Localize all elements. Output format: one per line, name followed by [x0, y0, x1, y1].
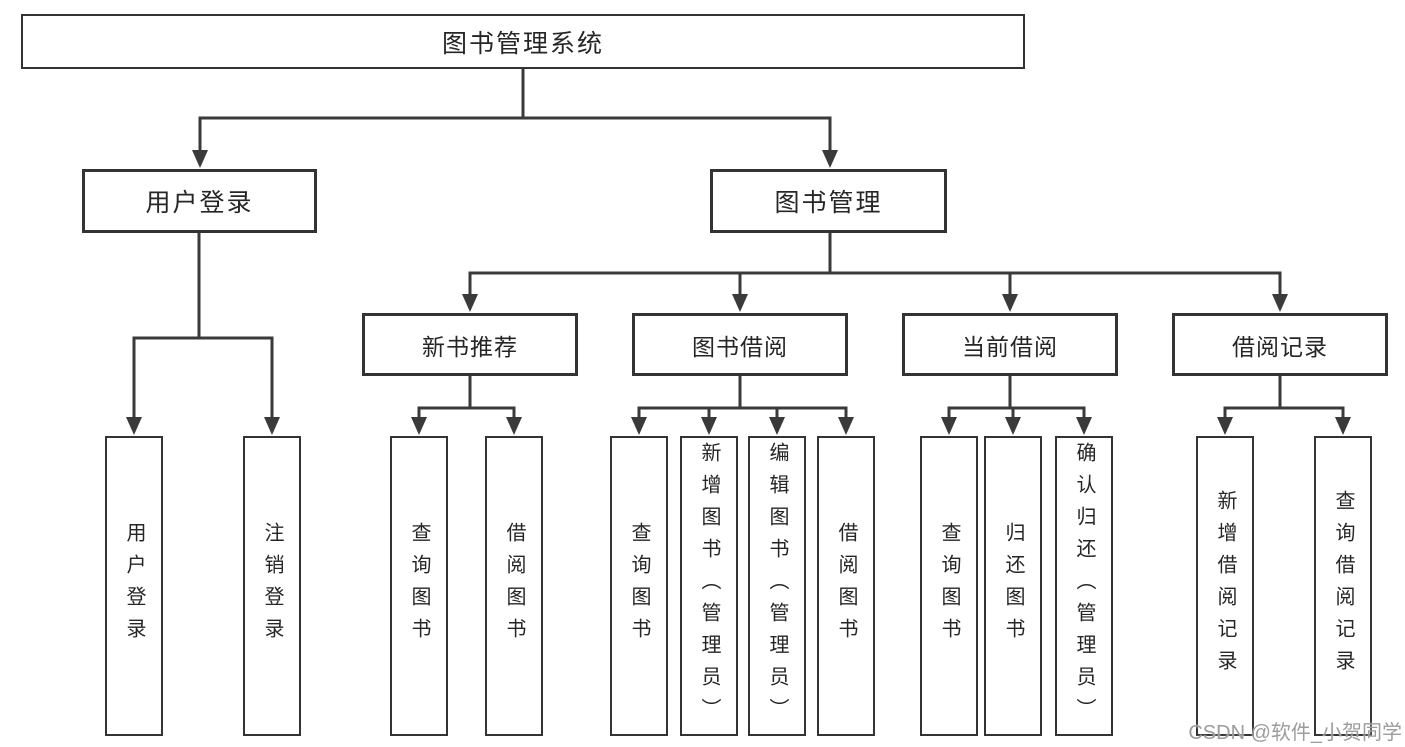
leaf-edit-books-admin: 编辑图书（管理员） — [748, 436, 806, 736]
leaf-confirm-return-admin: 确认归还（管理员） — [1055, 436, 1113, 736]
node-label: 注销登录 — [261, 522, 283, 650]
node-label: 编辑图书（管理员） — [766, 442, 788, 730]
node-label: 借阅记录 — [1232, 333, 1328, 360]
node-current-borrowing: 当前借阅 — [902, 313, 1118, 376]
leaf-query-books-borrowing: 查询图书 — [610, 436, 668, 736]
node-label: 查询图书 — [628, 522, 650, 650]
node-label: 图书借阅 — [692, 333, 788, 360]
node-label: 查询图书 — [408, 522, 430, 650]
node-label: 新增借阅记录 — [1214, 490, 1236, 682]
node-label: 图书管理系统 — [441, 29, 604, 58]
node-borrowing-records: 借阅记录 — [1172, 313, 1388, 376]
node-new-book-recommendation: 新书推荐 — [362, 313, 578, 376]
leaf-borrow-books-recommend: 借阅图书 — [485, 436, 543, 736]
node-book-management: 图书管理 — [710, 169, 947, 233]
csdn-watermark: CSDN @软件_小贺同学 — [1188, 722, 1402, 744]
node-label: 用户登录 — [123, 522, 145, 650]
leaf-borrow-books-borrowing: 借阅图书 — [817, 436, 875, 736]
node-label: 确认归还（管理员） — [1073, 442, 1095, 730]
leaf-add-books-admin: 新增图书（管理员） — [680, 436, 738, 736]
node-label: 归还图书 — [1002, 522, 1024, 650]
node-label: 查询借阅记录 — [1332, 490, 1354, 682]
leaf-query-borrow-record: 查询借阅记录 — [1314, 436, 1372, 736]
node-label: 用户登录 — [145, 189, 254, 217]
node-label: 图书管理 — [774, 189, 883, 217]
node-book-borrowing: 图书借阅 — [632, 313, 848, 376]
node-label: 查询图书 — [938, 522, 960, 650]
leaf-query-books-current: 查询图书 — [920, 436, 978, 736]
node-label: 借阅图书 — [503, 522, 525, 650]
leaf-return-books: 归还图书 — [984, 436, 1042, 736]
node-user-login: 用户登录 — [82, 169, 317, 233]
leaf-user-login: 用户登录 — [105, 436, 163, 736]
node-label: 新书推荐 — [422, 333, 518, 360]
node-label: 新增图书（管理员） — [698, 442, 720, 730]
leaf-logout: 注销登录 — [243, 436, 301, 736]
leaf-query-books-recommend: 查询图书 — [390, 436, 448, 736]
node-label: 当前借阅 — [962, 333, 1058, 360]
node-label: 借阅图书 — [835, 522, 857, 650]
leaf-add-borrow-record: 新增借阅记录 — [1196, 436, 1254, 736]
node-library-management-system: 图书管理系统 — [21, 14, 1025, 69]
